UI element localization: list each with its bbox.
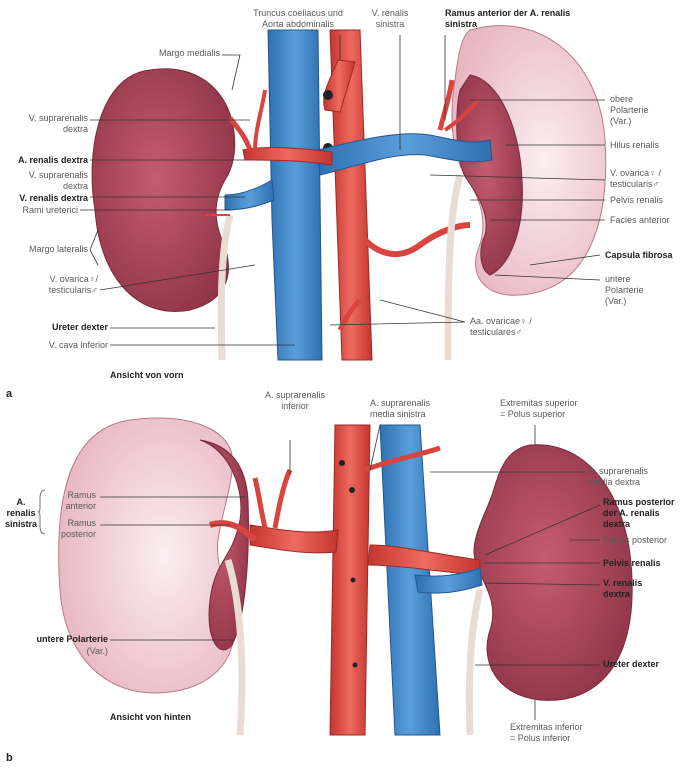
label-rami-ureterici: Rami ureterici <box>22 205 78 215</box>
label-hilus-renalis: Hilus renalis <box>610 140 660 150</box>
label-facies-posterior: Facies posterior <box>603 535 668 545</box>
panel-letter-a: a <box>6 388 13 400</box>
vessel-stump <box>339 460 345 466</box>
branch <box>272 468 293 529</box>
ureter-posterior-right <box>465 589 484 736</box>
leader-lines <box>80 35 606 720</box>
label-ureter-dexter-b: Ureter dexter <box>603 659 660 669</box>
aorta-posterior <box>329 424 371 736</box>
label-v-suprarenalis-dextra: V. suprarenalis dextra <box>28 113 88 134</box>
vessel-stump <box>350 577 356 583</box>
label-a-suprarenalis-media-sinistra: A. suprarenalis media sinistra <box>370 398 431 419</box>
label-obere-polarterie: obere Polarterie (Var.) <box>610 94 649 126</box>
label-margo-medialis: Margo medialis <box>158 48 220 58</box>
panel-a-drawing <box>91 25 607 361</box>
branch <box>253 89 267 151</box>
vessel-stump <box>352 662 358 668</box>
kidney-right-anterior <box>91 68 236 312</box>
vena-cava-inferior <box>267 29 323 361</box>
v-renalis-dextra-posterior <box>414 567 483 594</box>
panel-letter-b: b <box>6 752 13 764</box>
label-v-cava-inferior: V. cava inferior <box>48 340 108 350</box>
kidney-right-posterior <box>473 444 633 701</box>
label-aa-ovaricae: Aa. ovaricae♀ / testiculares♂ <box>470 316 532 337</box>
label-pelvis-renalis-a: Pelvis renalis <box>610 195 664 205</box>
truncus-coeliacus <box>323 59 356 113</box>
kidney-left-posterior-capsule <box>58 417 235 694</box>
label-a-renalis-sinistra: A. renalis sinistra <box>4 497 37 529</box>
branch <box>443 98 480 132</box>
label-margo-lateralis: Margo lateralis <box>28 244 88 254</box>
branch <box>364 445 441 473</box>
branch <box>209 520 258 543</box>
vessel-stump <box>349 487 355 493</box>
aorta-abdominalis <box>329 29 373 361</box>
label-capsula-fibrosa: Capsula fibrosa <box>605 250 673 260</box>
label-pelvis-renalis-b: Pelvis renalis <box>603 558 661 568</box>
ureter-sinister <box>444 174 464 361</box>
label-ramus-anterior-b: Ramus anterior <box>65 490 96 511</box>
label-ramus-anterior: Ramus anterior der A. renalis sinistra <box>445 8 571 29</box>
a-renalis-dextra <box>242 146 333 166</box>
label-extremitas-superior: Extremitas superior = Polus superior <box>500 398 578 419</box>
label-ramus-posterior-b: Ramus posterior <box>60 518 96 539</box>
a-ovarica-lower <box>337 298 362 332</box>
label-v-ovarica-left: V. ovarica♀/ testicularis♂ <box>48 274 98 295</box>
a-ovarica <box>362 222 471 258</box>
label-var: (Var.) <box>86 646 108 656</box>
ureter-posterior-left <box>224 558 246 736</box>
label-facies-anterior: Facies anterior <box>610 215 670 225</box>
caption-panel-a: Ansicht von vorn <box>110 370 184 380</box>
label-v-renalis-dextra: V. renalis dextra <box>19 193 88 203</box>
ureter-dexter <box>217 214 234 361</box>
branch <box>252 477 268 529</box>
label-a-renalis-dextra: A. renalis dextra <box>17 155 88 165</box>
vessel-stump <box>323 90 333 100</box>
vena-cava-posterior <box>379 424 441 736</box>
label-v-suprarenalis-dextra-2: V. suprarenalis dextra <box>28 170 88 191</box>
label-extremitas-inferior: Extremitas inferior = Polus inferior <box>510 722 583 743</box>
label-truncus-coeliacus: Truncus coeliacus und Aorta abdominalis <box>253 8 343 29</box>
label-ureter-dexter-a: Ureter dexter <box>51 322 108 332</box>
caption-panel-b: Ansicht von hinten <box>110 712 191 722</box>
label-v-ovarica-right: V. ovarica♀ / testicularis♂ <box>610 168 661 189</box>
label-a-suprarenalis-inferior: A. suprarenalis inferior <box>264 390 326 411</box>
label-untere-polarterie-a: untere Polarterie (Var.) <box>605 274 644 306</box>
label-ramus-posterior-dextra: Ramus posterior der A. renalis dextra <box>603 497 675 529</box>
v-renalis-sinistra <box>317 133 493 176</box>
label-v-renalis-sinistra: V. renalis sinistra <box>371 8 409 29</box>
label-a-suprarenalis-media-dextra: A. suprarenalis media dextra <box>588 466 649 487</box>
a-renalis-sinistra <box>249 524 339 554</box>
label-untere-polarterie-b: untere Polarterie <box>36 634 108 644</box>
panel-b-drawing <box>58 417 633 736</box>
v-renalis-dextra <box>224 179 275 211</box>
bracket <box>38 489 46 535</box>
branch <box>437 79 455 131</box>
label-v-renalis-dextra-b: V. renalis dextra <box>603 578 643 599</box>
